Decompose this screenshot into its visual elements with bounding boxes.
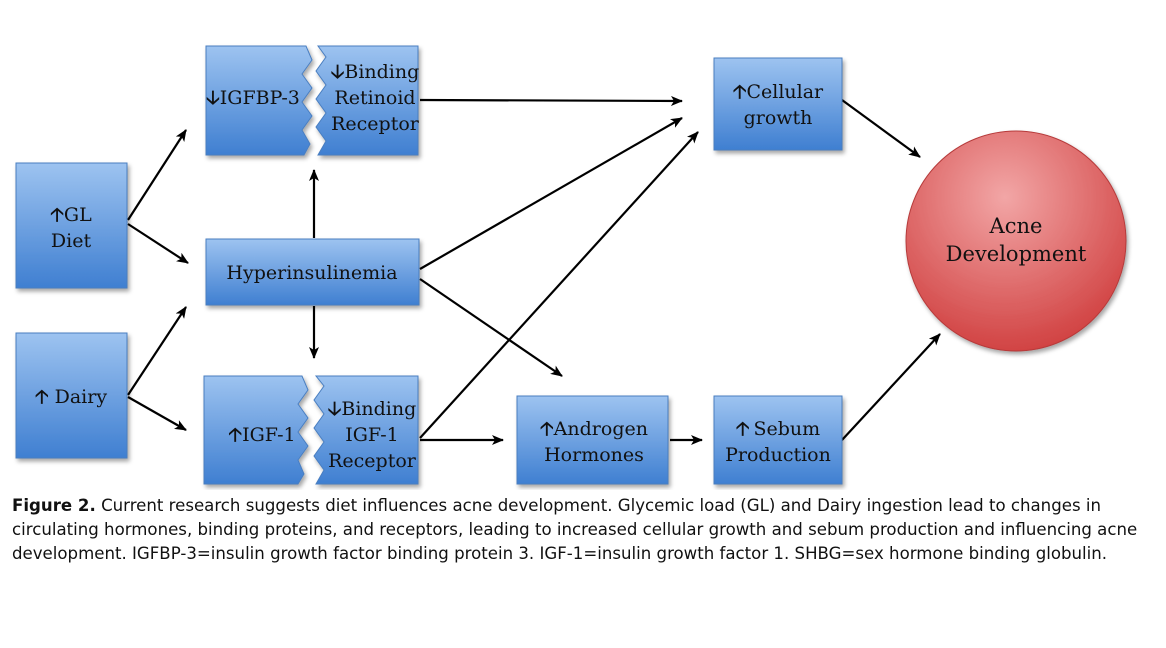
arrow-dairy-to-hyperinsulinemia [127, 306, 187, 396]
arrow-gl-to-hyperinsulinemia [127, 223, 189, 264]
svg-text:🡡GL: 🡡GL [50, 204, 92, 226]
svg-text:🡡Androgen: 🡡Androgen [540, 418, 648, 440]
igf1-receptor-name: IGF-1 [345, 424, 399, 446]
node-acne-development: Acne Development [905, 130, 1127, 352]
up-arrow-icon: 🡡 [540, 418, 554, 440]
svg-text:🡡Dairy: 🡡 Dairy [35, 386, 107, 408]
arrow-gl-to-igfbp3 [127, 129, 187, 221]
svg-text:🡣Binding: 🡣Binding [328, 398, 417, 420]
dairy-label: Dairy [55, 386, 108, 408]
down-arrow-icon: 🡣 [328, 398, 342, 420]
node-dairy: 🡡 Dairy [15, 332, 128, 459]
sebum-label: Sebum [753, 418, 820, 440]
gl-label: GL [64, 204, 92, 226]
svg-text:🡡Sebum: 🡡Sebum [736, 418, 820, 440]
connectors [127, 95, 941, 445]
hormones-label: Hormones [544, 444, 644, 466]
diet-label: Diet [51, 230, 92, 252]
node-gl-diet: 🡡GL Diet [15, 162, 128, 289]
binding-label: Binding [341, 398, 416, 420]
igfbp3-label: IGFBP-3 [220, 87, 300, 109]
up-arrow-icon: 🡡 [733, 81, 747, 103]
binding-igf1-piece [313, 375, 419, 485]
production-label: Production [725, 444, 831, 466]
growth-label: growth [744, 107, 813, 129]
arrow-cellular-to-acne [841, 99, 921, 158]
igf1-piece [203, 375, 309, 485]
caption-text: Current research suggests diet influence… [12, 496, 1138, 563]
retinoid-piece [315, 45, 419, 156]
acne-label: Acne [989, 214, 1043, 238]
svg-text:🡣Binding: 🡣Binding [331, 61, 420, 83]
receptor-label: Receptor [331, 113, 420, 135]
node-sebum-production: 🡡Sebum Production [713, 395, 843, 485]
node-androgen-hormones: 🡡Androgen Hormones [516, 395, 669, 485]
up-arrow-icon: 🡡 [50, 204, 64, 226]
acne-pathway-diagram: 🡡GL Diet 🡡Dairy 🡣IGFBP-3 🡣Binding Retino… [15, 45, 1127, 485]
svg-text:🡡IGF-1: 🡡IGF-1 [228, 424, 295, 446]
igfbp3-piece [205, 45, 313, 156]
binding-label: Binding [344, 61, 419, 83]
development-label: Development [946, 242, 1087, 266]
up-arrow-icon: 🡡 [228, 424, 242, 446]
node-hyperinsulinemia: Hyperinsulinemia [205, 238, 420, 306]
down-arrow-icon: 🡣 [206, 87, 220, 109]
arrow-hyper-to-cellular [419, 117, 683, 270]
androgen-label: Androgen [553, 418, 648, 440]
igf1-label: IGF-1 [242, 424, 296, 446]
arrow-dairy-to-igf1 [127, 396, 187, 431]
arrow-sebum-to-acne [841, 333, 941, 441]
retinoid-label: Retinoid [334, 87, 415, 109]
down-arrow-icon: 🡣 [331, 61, 345, 83]
figure-label: Figure 2. [12, 496, 96, 515]
arrow-retinoid-to-cellular [419, 95, 683, 106]
hyperinsulinemia-label: Hyperinsulinemia [226, 262, 397, 284]
arrow-hyper-to-androgen [419, 278, 563, 377]
node-cellular-growth: 🡡Cellular growth [713, 57, 843, 151]
receptor-label: Receptor [328, 450, 417, 472]
figure-caption: Figure 2. Current research suggests diet… [12, 494, 1142, 566]
cellular-label: Cellular [746, 81, 824, 103]
node-igf1-receptor [203, 375, 419, 485]
svg-text:🡣IGFBP-3: 🡣IGFBP-3 [206, 87, 300, 109]
svg-text:🡡Cellular: 🡡Cellular [733, 81, 824, 103]
up-arrow-icon: 🡡 [35, 386, 49, 408]
up-arrow-icon: 🡡 [736, 418, 750, 440]
arrow-igf1receptor-to-cellular [419, 131, 699, 439]
node-igfbp3-retinoid [205, 45, 419, 156]
